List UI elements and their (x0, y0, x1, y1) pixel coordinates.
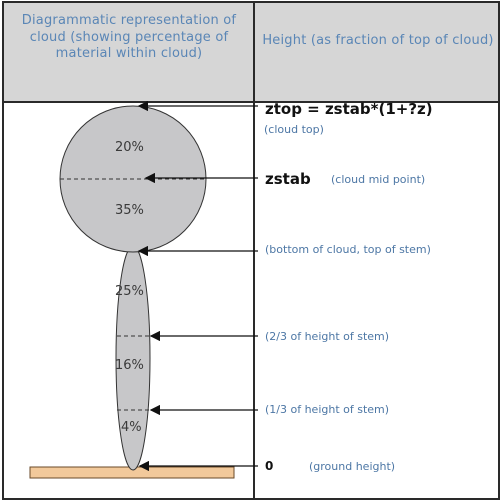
ztop-note: (cloud top) (264, 123, 324, 136)
bottom-note: (bottom of cloud, top of stem) (265, 243, 431, 256)
ztop-formula: ztop = zstab*(1+?z) (265, 100, 433, 118)
header-row: Diagrammatic representation of cloud (sh… (4, 3, 498, 103)
header-left: Diagrammatic representation of cloud (sh… (21, 13, 237, 61)
pct-label-stem-upper: 25% (115, 284, 144, 299)
header-right: Height (as fraction of top of cloud) (262, 33, 494, 48)
zstab-note: (cloud mid point) (331, 173, 426, 186)
pct-label-stem-lower: 4% (121, 420, 142, 435)
pct-label-top: 20% (115, 140, 144, 155)
one-third-note: (1/3 of height of stem) (265, 403, 390, 416)
ground-value: 0 (265, 459, 274, 473)
zstab-label: zstab (265, 170, 311, 188)
two-thirds-note: (2/3 of height of stem) (265, 330, 390, 343)
ground-note: (ground height) (309, 460, 396, 473)
pct-label-stem-mid: 16% (115, 358, 144, 373)
pct-label-mid: 35% (115, 203, 144, 218)
